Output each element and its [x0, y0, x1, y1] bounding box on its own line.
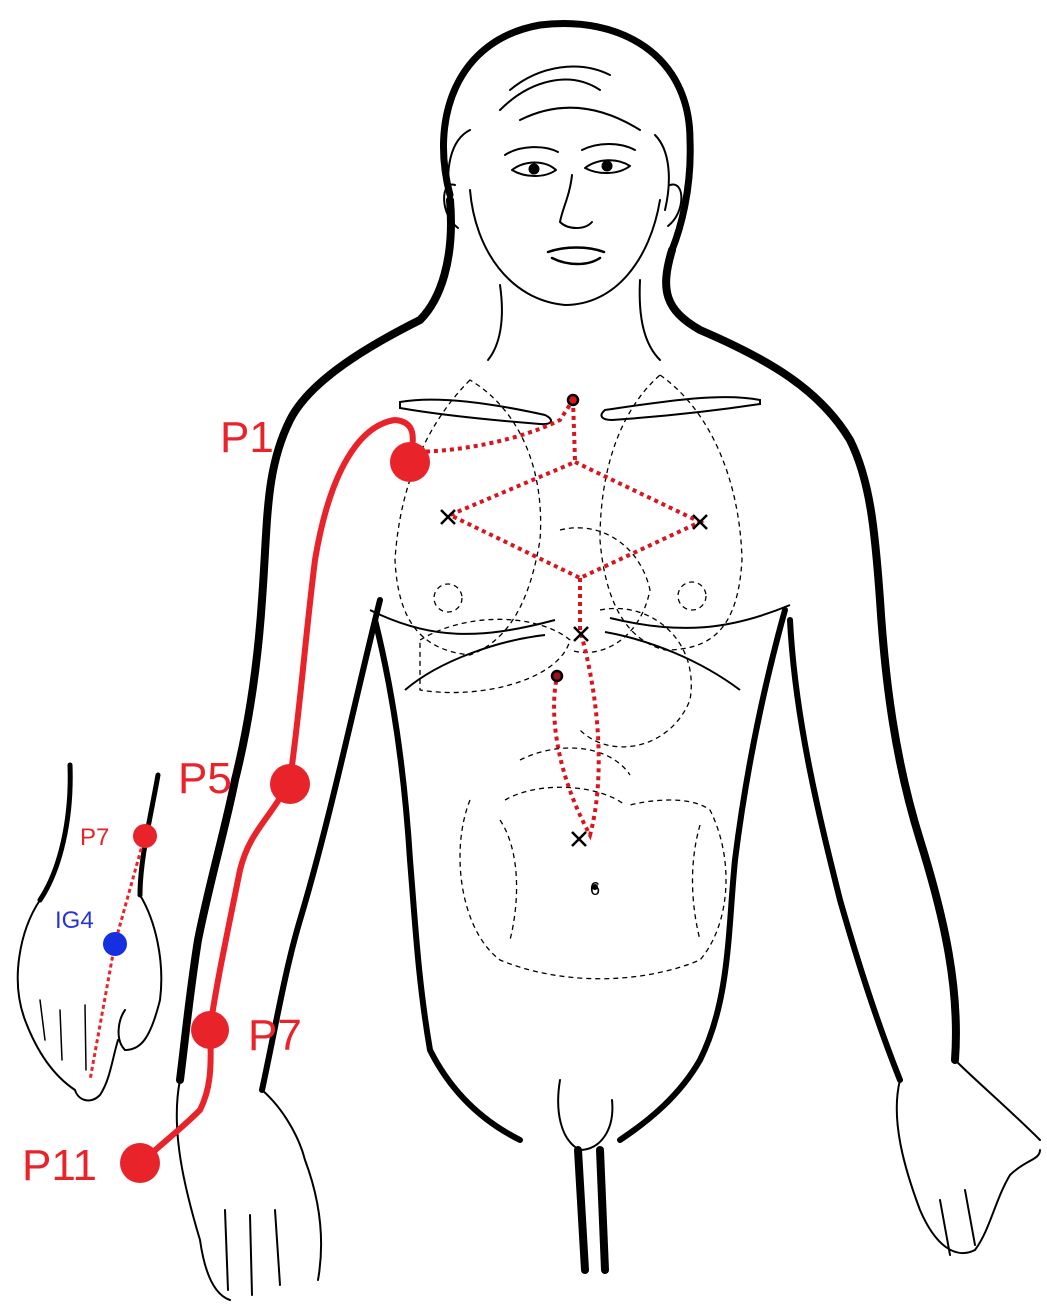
point-p1[interactable]	[390, 442, 430, 482]
sternum-line	[573, 400, 575, 460]
label-p7: P7	[248, 1011, 302, 1060]
left-shoulder-arm-outer	[180, 200, 451, 1080]
head-outline	[443, 23, 690, 250]
left-nipple	[434, 584, 462, 612]
mouth	[548, 248, 604, 265]
cross-left	[441, 510, 455, 524]
cross-bottom	[572, 832, 586, 846]
label-p11: P11	[22, 1141, 97, 1190]
torso-right-side	[620, 610, 785, 1140]
stomach	[580, 608, 691, 746]
right-pupil	[602, 161, 612, 171]
right-arm-inner	[790, 620, 900, 1080]
inset-label-p7: P7	[80, 824, 109, 851]
point-p5[interactable]	[270, 764, 310, 804]
abdominal-loop	[554, 578, 599, 835]
genital-outline	[558, 1080, 612, 1150]
inset-label-ig4: IG4	[55, 907, 94, 934]
small-intestine	[505, 748, 630, 805]
left-pupil	[529, 164, 539, 174]
label-p1: P1	[220, 413, 274, 462]
hair-strands	[448, 67, 669, 210]
internal-organs	[395, 375, 742, 979]
marker-top	[568, 395, 578, 405]
inset-point-p7[interactable]	[133, 824, 157, 848]
right-clavicle	[601, 397, 760, 420]
diamond-path	[450, 462, 700, 578]
rib-cage	[370, 605, 790, 690]
marker-stomach	[552, 671, 562, 681]
heart	[560, 528, 650, 653]
leg-lines	[578, 1150, 605, 1270]
inset-finger-lines	[40, 1000, 86, 1070]
left-clavicle	[400, 400, 551, 424]
inset-point-ig4[interactable]	[103, 932, 127, 956]
acupuncture-points	[120, 442, 430, 1183]
cross-right	[693, 515, 707, 529]
right-shoulder-arm-outer	[666, 250, 956, 1060]
point-p11[interactable]	[120, 1143, 160, 1183]
point-p7[interactable]	[191, 1011, 229, 1049]
torso-left-side	[375, 620, 520, 1140]
right-nipple	[678, 582, 706, 610]
internal-meridian-path	[410, 400, 700, 835]
point-labels: P1 P5 P7 P11	[22, 413, 302, 1190]
nose	[560, 175, 592, 228]
right-hand	[897, 1060, 1040, 1255]
neck-right	[640, 280, 660, 360]
navel-mark: 6	[590, 879, 600, 899]
label-p5: P5	[178, 754, 232, 803]
neck-left	[488, 285, 502, 360]
liver	[420, 619, 570, 692]
